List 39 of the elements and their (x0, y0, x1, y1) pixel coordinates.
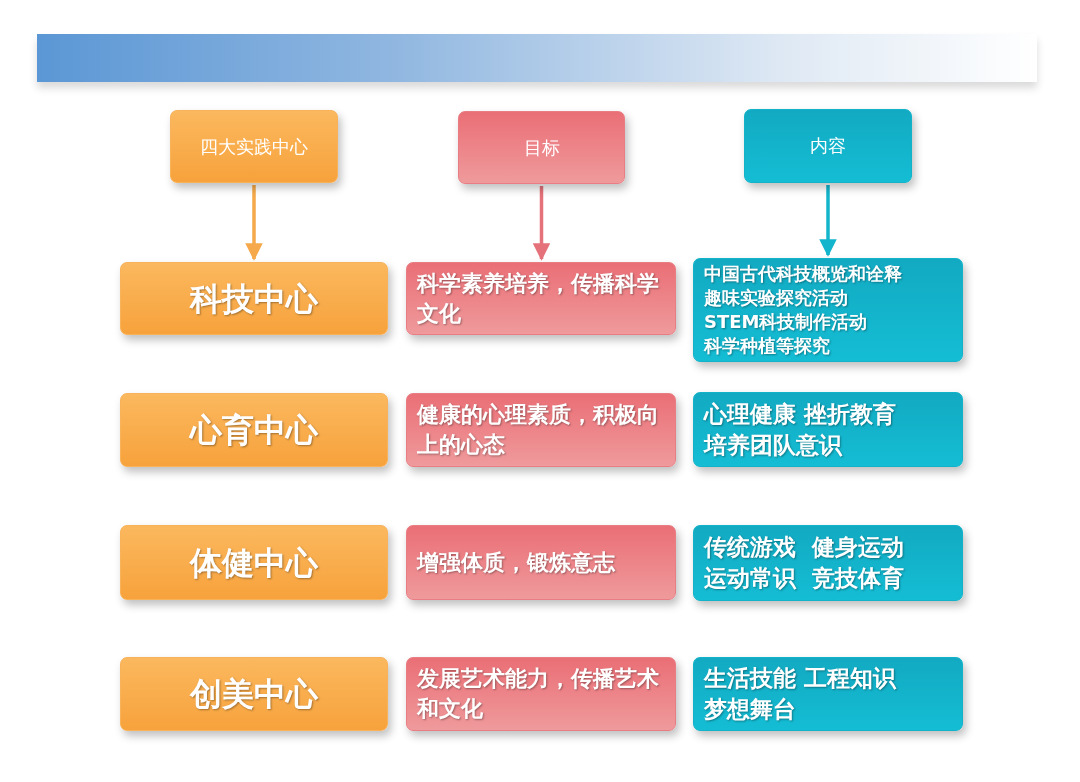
center-name: 创美中心 (190, 674, 318, 714)
content-item: 生活技能 工程知识 (704, 664, 896, 693)
content-box (693, 525, 963, 601)
goal-box (406, 657, 676, 731)
center-box (120, 262, 388, 335)
content-item: 科学种植等探究 (704, 334, 830, 358)
arrow (532, 186, 551, 261)
column-heading: 四大实践中心 (200, 134, 308, 159)
header-box (744, 109, 912, 183)
content-item: 梦想舞台 (704, 695, 796, 724)
center-name: 体健中心 (190, 542, 318, 583)
content-item: 趣味实验探究活动 (704, 286, 848, 310)
center-box (120, 393, 388, 467)
goal-text: 科学素养培养，传播科学文化 (417, 269, 660, 328)
goal-box (406, 262, 676, 335)
arrow (819, 185, 837, 257)
content-item: 心理健康 挫折教育 (704, 399, 896, 429)
content-item: 培养团队意识 (704, 430, 842, 460)
content-item: 中国古代科技概览和诠释 (704, 262, 902, 286)
content-box (693, 258, 963, 362)
column-heading: 内容 (810, 134, 846, 158)
center-name: 科技中心 (190, 278, 318, 319)
content-box (693, 657, 963, 731)
header-box (170, 110, 338, 183)
center-box (120, 657, 388, 731)
goal-box (406, 525, 676, 600)
goal-text: 健康的心理素质，积极向上的心态 (417, 401, 660, 459)
arrow (245, 185, 263, 261)
content-item: 运动常识 竞技体育 (704, 564, 904, 593)
center-box (120, 525, 388, 600)
content-box (693, 392, 963, 467)
content-item: STEM科技制作活动 (704, 310, 868, 334)
goal-text: 增强体质，锻炼意志 (417, 548, 616, 577)
goal-box (406, 393, 676, 467)
goal-text: 发展艺术能力，传播艺术和文化 (417, 665, 660, 723)
content-item: 传统游戏 健身运动 (704, 533, 904, 562)
column-heading: 目标 (523, 135, 560, 160)
header-box (458, 111, 625, 184)
center-name: 心育中心 (190, 410, 318, 450)
